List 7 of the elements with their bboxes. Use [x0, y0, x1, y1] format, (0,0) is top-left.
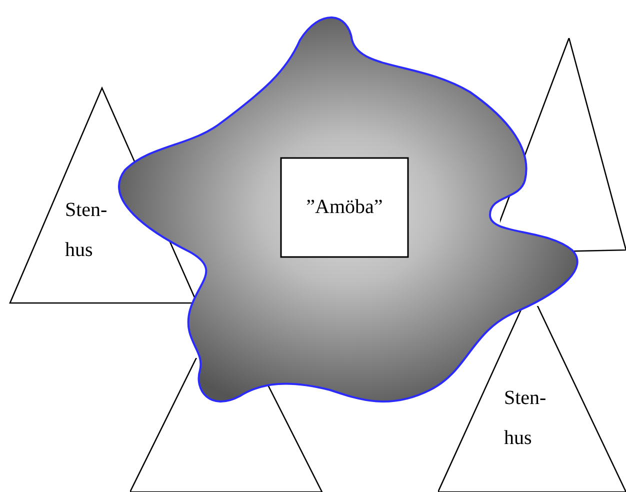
amoeba-label: ”Amöba”: [305, 195, 384, 220]
triangle-shape: [130, 358, 323, 492]
house-label: Sten- hus: [65, 198, 108, 263]
house-label: Sten- hus: [504, 386, 548, 451]
label-box: [280, 157, 409, 258]
triangle-shape: [500, 38, 626, 254]
triangle-shape: [438, 306, 626, 492]
